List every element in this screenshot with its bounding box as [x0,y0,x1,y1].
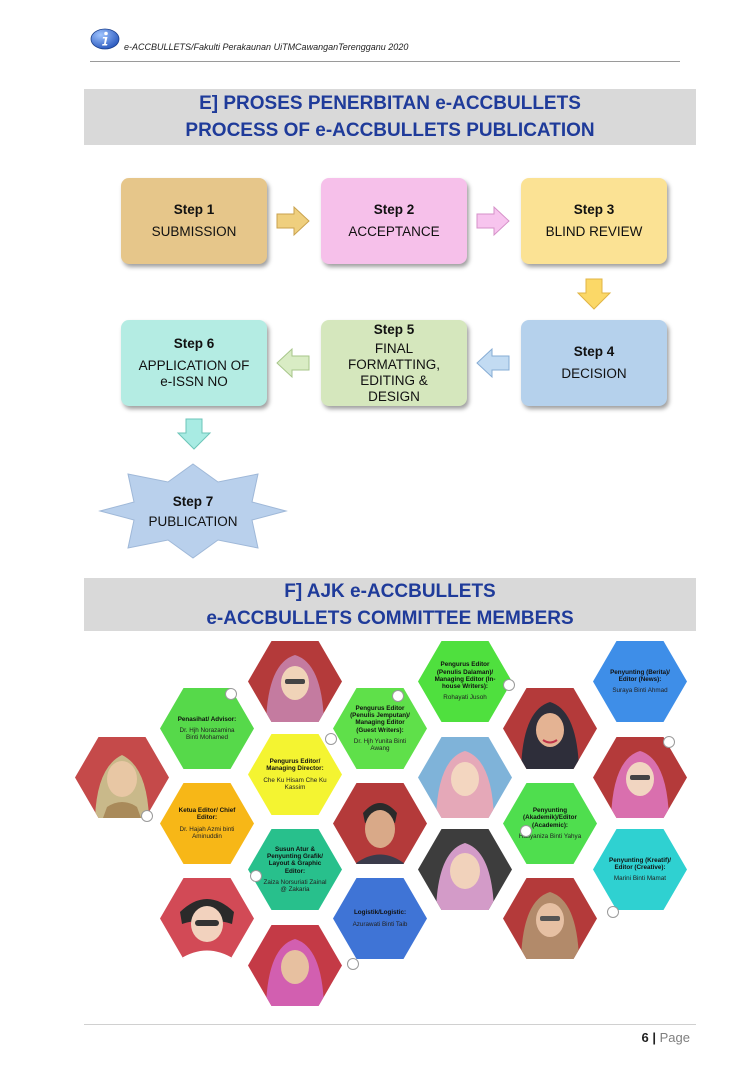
step-2-box: Step 2 ACCEPTANCE [321,178,467,264]
step-3-number: Step 3 [573,202,615,217]
page-number-value: 6 [641,1030,649,1045]
member-name: Zaiza Norsuriati Zainal @ Zakaria [263,878,327,893]
step-7-star-shape [98,463,288,559]
news-editor-hex: Penyunting (Berita)/ Editor (News): Sura… [593,641,687,722]
connector-dot [225,688,237,700]
connector-dot [347,958,359,970]
member-name: Rohayati Jusoh [443,694,487,702]
member-name: Dr. Hjh Yunita Binti Awang [353,737,407,752]
member-name: Azurawati Binti Taib [352,920,408,928]
arrow-right-icon [476,205,510,237]
step-6-label-line1: APPLICATION OF [138,358,250,373]
member-role: Pengurus Editor (Penulis Jemputan)/ Mana… [350,704,410,734]
member-role: Penyunting (Berita)/ Editor (News): [610,668,670,683]
connector-dot [392,690,404,702]
guest-writers-editor-hex: Pengurus Editor (Penulis Jemputan)/ Mana… [333,688,427,769]
info-icon [90,28,120,50]
connector-dot [503,679,515,691]
academic-editor-hex: Penyunting (Akademik)/Editor (Academic):… [503,783,597,864]
step-5-label-line3: EDITING & [360,372,428,388]
step-3-box: Step 3 BLIND REVIEW [521,178,667,264]
step-1-box: Step 1 SUBMISSION [121,178,267,264]
creative-editor-hex: Penyunting (Kreatif)/ Editor (Creative):… [593,829,687,910]
member-name: Hasyaniza Binti Yahya [518,832,582,840]
step-6-label-line2: e-ISSN NO [160,374,228,389]
step-1-label: SUBMISSION [151,224,237,239]
member-photo [248,641,342,722]
page-header: e-ACCBULLETS/Fakulti Perakaunan UiTMCawa… [90,28,680,62]
connector-dot [663,736,675,748]
connector-dot [520,825,532,837]
step-3-label: BLIND REVIEW [545,224,643,239]
advisor-hex: Penasihat/ Advisor: Dr. Hjh Norazamina B… [160,688,254,769]
logistic-hex: Logistik/Logistic: Azurawati Binti Taib [333,878,427,959]
header-text: e-ACCBULLETS/Fakulti Perakaunan UiTMCawa… [124,42,409,52]
member-name: Marini Binti Mamat [613,875,667,883]
arrow-right-icon [276,205,310,237]
arrow-down-icon [576,278,612,310]
inhouse-writers-editor-hex: Pengurus Editor (Penulis Dalaman)/ Manag… [418,641,512,722]
step-7-label: PUBLICATION [148,513,238,529]
connector-dot [250,870,262,882]
member-role: Ketua Editor/ Chief Editor: [178,807,236,822]
page-number: 6 | Page [642,1030,691,1045]
step-2-number: Step 2 [373,202,415,217]
page-number-separator: | [652,1030,656,1045]
step-1-number: Step 1 [173,202,215,217]
member-role: Susun Atur & Penyunting Grafik/ Layout &… [267,845,323,875]
step-6-number: Step 6 [173,336,215,351]
section-e-title-english: PROCESS OF e-ACCBULLETS PUBLICATION [185,120,595,141]
member-photo [503,688,597,769]
member-role: Penyunting (Akademik)/Editor (Academic): [523,807,577,829]
member-role: Penasihat/ Advisor: [177,715,237,723]
member-photo [160,878,254,959]
member-photo [418,737,512,818]
step-7-box: Step 7 PUBLICATION [98,462,288,560]
member-photo [333,783,427,864]
step-4-box: Step 4 DECISION [521,320,667,406]
page-label: Page [659,1030,690,1045]
section-f-banner: F] AJK e-ACCBULLETS e-ACCBULLETS COMMITT… [84,578,696,631]
member-name: Dr. Hajah Azmi binti Aminuddin [179,825,235,840]
member-photo [503,878,597,959]
step-2-label: ACCEPTANCE [348,224,440,239]
member-role: Penyunting (Kreatif)/ Editor (Creative): [609,856,671,871]
step-4-number: Step 4 [573,344,615,359]
step-5-label-line4: DESIGN [368,388,420,404]
layout-graphic-editor-hex: Susun Atur & Penyunting Grafik/ Layout &… [248,829,342,910]
connector-dot [607,906,619,918]
arrow-down-icon [176,418,212,450]
member-name: Che Ku Hisam Che Ku Kassim [263,776,327,791]
member-photo [248,925,342,1006]
chief-editor-hex: Ketua Editor/ Chief Editor: Dr. Hajah Az… [160,783,254,864]
footer-divider [84,1024,696,1025]
arrow-left-icon [276,347,310,379]
member-role: Pengurus Editor (Penulis Dalaman)/ Manag… [434,661,496,691]
step-5-label-line1: FINAL [374,340,414,356]
member-photo [593,737,687,818]
member-role: Pengurus Editor/ Managing Director: [266,758,324,773]
managing-director-hex: Pengurus Editor/ Managing Director: Che … [248,734,342,815]
step-5-box: Step 5 FINAL FORMATTING, EDITING & DESIG… [321,320,467,406]
connector-dot [141,810,153,822]
member-name: Dr. Hjh Norazamina Binti Mohamed [179,726,235,742]
section-e-title-malay: E] PROSES PENERBITAN e-ACCBULLETS [199,93,581,114]
section-f-title-english: e-ACCBULLETS COMMITTEE MEMBERS [206,608,574,629]
section-f-title-malay: F] AJK e-ACCBULLETS [284,581,496,602]
arrow-left-icon [476,347,510,379]
step-4-label: DECISION [561,366,627,381]
step-7-number: Step 7 [172,493,214,509]
member-role: Logistik/Logistic: [353,909,407,917]
member-photo [418,829,512,910]
section-e-banner: E] PROSES PENERBITAN e-ACCBULLETS PROCES… [84,89,696,145]
member-name: Suraya Binti Ahmad [612,687,668,695]
step-5-number: Step 5 [373,321,415,337]
member-photo [75,737,169,818]
connector-dot [325,733,337,745]
step-5-label-line2: FORMATTING, [348,356,440,372]
step-6-box: Step 6 APPLICATION OF e-ISSN NO [121,320,267,406]
